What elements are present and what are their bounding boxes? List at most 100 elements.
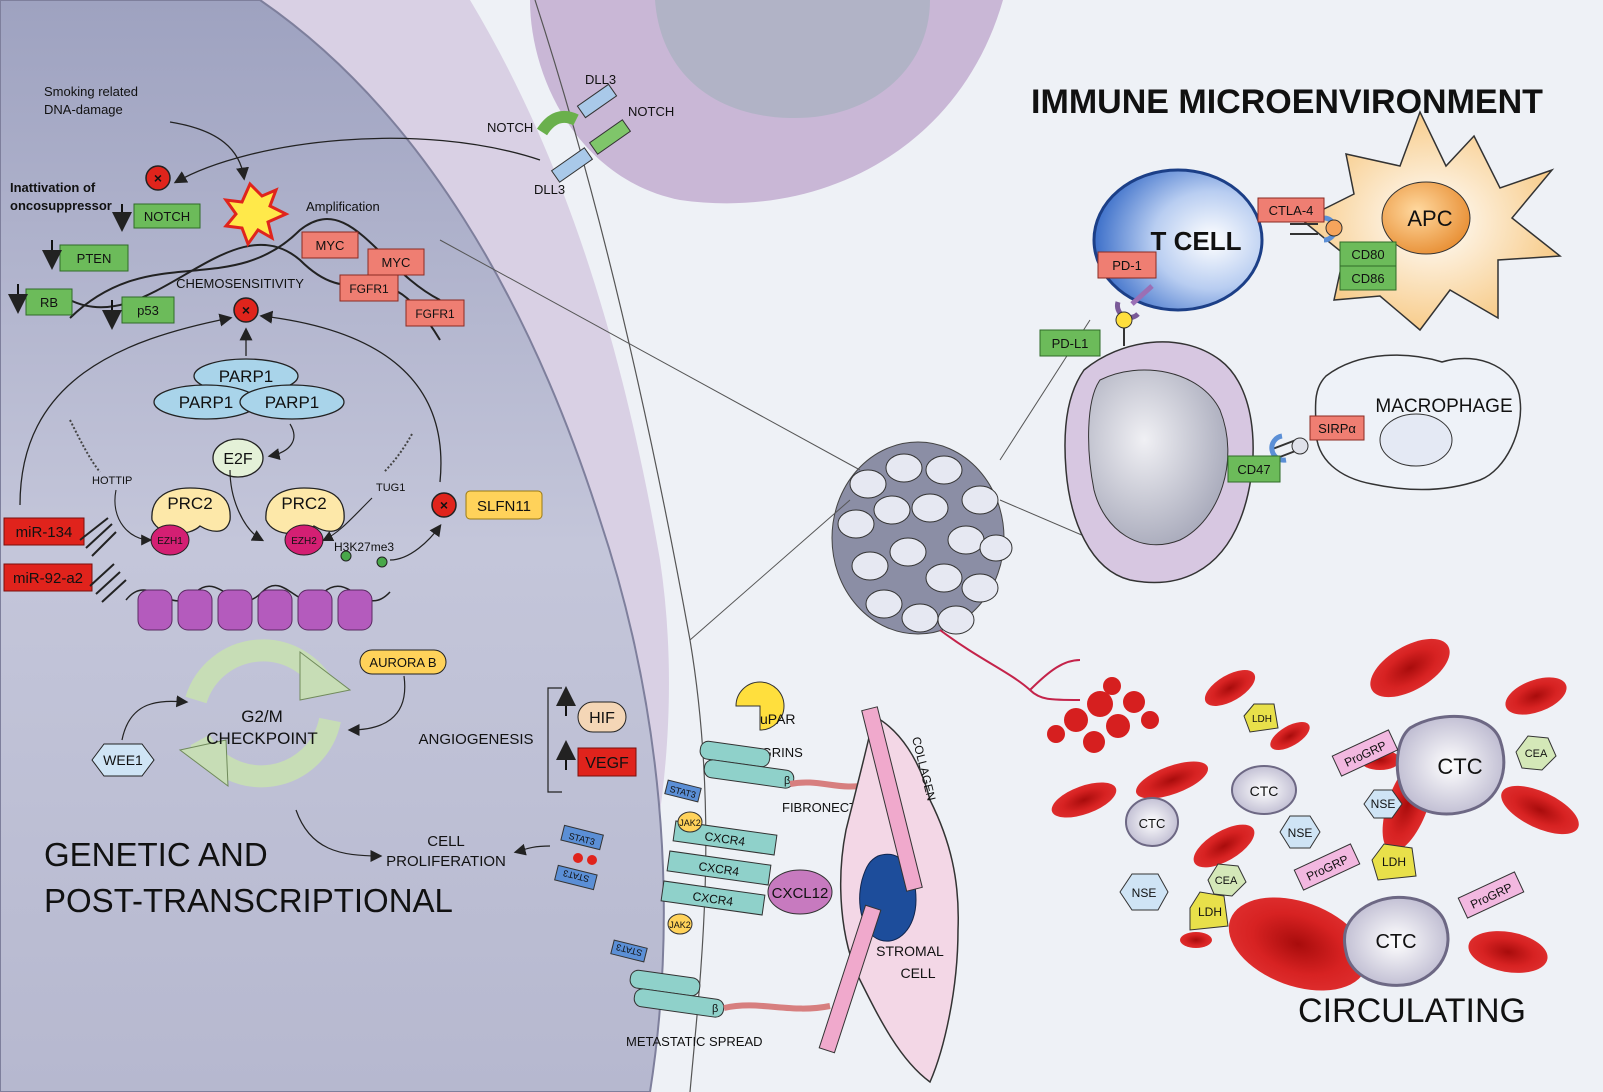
nucleosome-1 (137, 589, 173, 631)
cd86-label: CD86 (1351, 271, 1384, 286)
cea-tag-2 (1207, 863, 1247, 897)
stat3-phospho-1 (573, 853, 583, 863)
tumor-blood-vessel (939, 629, 1081, 701)
nse-label-1: NSE (1371, 797, 1396, 811)
jak2-upper (677, 811, 703, 833)
hottip-arrow (114, 489, 153, 546)
p53-gene-tag (121, 296, 175, 324)
sirpa-knob (1291, 437, 1309, 455)
macrophage-label: MACROPHAGE (1375, 396, 1512, 417)
inactivation-line1: Inattivation of (10, 180, 96, 195)
cycle-arrow-head-top (299, 650, 352, 701)
notch-label-left: NOTCH (487, 120, 533, 135)
tumor-cell-target-nucleus (1088, 369, 1229, 546)
red-blood-cells (1051, 638, 1579, 991)
slfn11-tag (465, 490, 543, 520)
svg-text:×: × (440, 497, 448, 513)
chemosensitivity-inhibition-icon (233, 297, 259, 323)
ezh1-label: EZH1 (157, 536, 183, 547)
circulating-title: CIRCULATING (1298, 992, 1526, 1030)
progrp-tag-1 (1331, 729, 1399, 777)
pdl1-label: PD-L1 (1052, 336, 1089, 351)
g2m-label-line1: G2/M (241, 707, 283, 726)
stat3-tag-left-bottom (554, 864, 598, 891)
tumor-cell-13 (961, 573, 999, 603)
h3k27-to-slfn11-arrow (389, 524, 442, 561)
svg-text:×: × (154, 170, 162, 186)
hottip-rna (69, 419, 101, 473)
ctla4-label: CTLA-4 (1269, 203, 1314, 218)
slfn11-label: SLFN11 (477, 498, 531, 515)
tug1-label: TUG1 (376, 482, 405, 494)
g2m-to-proliferation-arrow (295, 809, 383, 862)
proliferation-line1: CELL (427, 833, 465, 850)
cxcr4-label-3: CXCR4 (692, 889, 735, 909)
ctc-4 (1342, 895, 1450, 987)
dll3-receptor-bottom (550, 147, 594, 183)
biomarkers: ProGRP ProGRP ProGRP LDH LDH LDH NSE NSE… (1119, 703, 1557, 931)
nse-tag-3 (1119, 873, 1169, 911)
slfn11-to-chemo-arrow (259, 310, 442, 483)
angiogenesis-label: ANGIOGENESIS (418, 731, 533, 748)
stromal-cell-line2: CELL (900, 965, 935, 981)
notch-receptor-right (588, 119, 632, 155)
ctc-label-2: CTC (1250, 783, 1279, 799)
cd47-receptor (1269, 433, 1287, 463)
parp1-label-right: PARP1 (265, 393, 320, 412)
e2f-label: E2F (223, 451, 253, 468)
ctc-2 (1231, 765, 1297, 815)
chemosensitivity-label: CHEMOSENSITIVITY (176, 276, 304, 291)
mir134-label: miR-134 (16, 524, 73, 541)
notch-dll3-junction: DLL3 NOTCH NOTCH DLL3 (487, 72, 674, 197)
zoom-line-top (439, 239, 861, 471)
integrin-beta-symbol: β (784, 775, 790, 787)
mir134-tag (3, 517, 85, 546)
stromal-cell-line1: STROMAL (876, 943, 944, 959)
wee1-arrow (121, 695, 189, 741)
prc2-label-right: PRC2 (281, 494, 326, 513)
cycle-arrow-head-bottom (178, 739, 229, 788)
sirpa-tag (1309, 415, 1365, 441)
cea-label-1: CEA (1525, 748, 1548, 760)
ctc-label-1: CTC (1437, 754, 1482, 779)
rb-gene-tag (25, 288, 73, 316)
proliferation-line2: PROLIFERATION (386, 853, 506, 870)
methyl-mark-2 (376, 556, 388, 568)
nucleosome-6 (337, 589, 373, 631)
parp1-right (239, 384, 345, 420)
tumor-cell-12 (925, 563, 963, 593)
jak2-lower (667, 913, 693, 935)
rbc-9 (1501, 785, 1579, 835)
vegf-tag (577, 747, 637, 777)
dll3-label-top: DLL3 (585, 72, 616, 87)
notch-inhibition-icon (145, 165, 171, 191)
dll3-label-bottom: DLL3 (534, 182, 565, 197)
tumor-cell-11 (889, 537, 927, 567)
tumor-cell-7 (911, 493, 949, 523)
cxcl12-label: CXCL12 (772, 885, 829, 902)
cd47-tag (1227, 455, 1281, 483)
ldh-tag-3 (1189, 891, 1229, 931)
mir134-hairpin (79, 517, 117, 557)
nse-tag-1 (1363, 789, 1403, 819)
upar-label: uPAR (760, 711, 796, 727)
myc-gene-tag-1 (301, 231, 359, 259)
ctc-1 (1395, 714, 1506, 816)
rbc-1 (1370, 638, 1450, 698)
fgfr1-gene-tag-2 (405, 299, 465, 327)
rbc-5 (1135, 761, 1209, 799)
fibronectin-label: FIBRONECTIN (782, 800, 870, 815)
nucleosome-4 (257, 589, 293, 631)
dll3-receptor-top (576, 83, 618, 119)
integrin-beta-symbol-lower: β (712, 1003, 718, 1015)
rbc-3 (1204, 670, 1256, 706)
pdl1-knob (1115, 311, 1133, 329)
stat3-tag-upper (664, 779, 702, 803)
ctc-label-4: CTC (1375, 931, 1416, 953)
ctc-cells: CTC CTC CTC CTC (1125, 714, 1506, 987)
ezh2-label: EZH2 (291, 536, 317, 547)
cea-label-2: CEA (1215, 875, 1238, 887)
h3k27me3-label: H3K27me3 (334, 540, 394, 554)
